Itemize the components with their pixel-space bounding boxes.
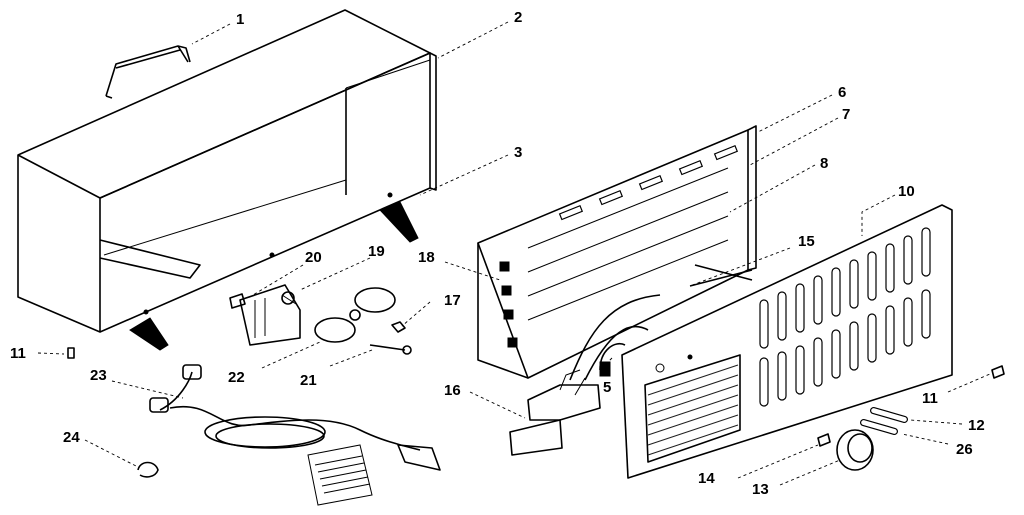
callout-21: 21 (300, 372, 317, 389)
callout-6: 6 (838, 84, 846, 101)
callout-10: 10 (898, 183, 915, 200)
callout-2: 2 (514, 9, 522, 26)
part-power-cord (149, 364, 441, 506)
part-control-knob (836, 429, 874, 471)
callout-3: 3 (514, 144, 522, 161)
callout-7: 7 (842, 106, 850, 123)
callout-17: 17 (444, 292, 461, 309)
callout-18: 18 (418, 249, 435, 266)
part-heating-element-assembly (477, 125, 757, 379)
part-knob-cap (229, 293, 246, 309)
part-cord-clip (137, 461, 159, 478)
callout-11-left: 11 (10, 345, 26, 362)
callout-1: 1 (236, 11, 244, 28)
grille-louver-block (644, 354, 741, 463)
part-wiring-connector (569, 294, 661, 381)
part-knob-screw (817, 433, 831, 447)
part-pin-bar-lower (860, 418, 898, 436)
callout-5: 5 (603, 379, 611, 396)
part-handle (105, 45, 191, 99)
part-pin-bar-upper (870, 406, 908, 424)
part-bracket-rod (689, 269, 753, 287)
part-nut (391, 321, 406, 333)
leader-lines (37, 21, 991, 486)
callout-labels: 1 2 3 5 6 7 8 10 11 11 12 13 14 15 16 17… (10, 9, 985, 498)
callout-26: 26 (956, 441, 973, 458)
part-front-grille (621, 204, 953, 479)
callout-24: 24 (63, 429, 80, 446)
callout-19: 19 (368, 243, 385, 260)
callout-22: 22 (228, 369, 245, 386)
part-fan-blade (314, 287, 396, 343)
callout-23: 23 (90, 367, 107, 384)
callout-16: 16 (444, 382, 461, 399)
callout-12: 12 (968, 417, 985, 434)
callout-13: 13 (752, 481, 769, 498)
callout-14: 14 (698, 470, 715, 487)
callout-20: 20 (305, 249, 322, 266)
callout-8: 8 (820, 155, 828, 172)
part-cabinet-housing (17, 9, 437, 351)
part-screw-right (991, 365, 1005, 379)
part-thermostat-switch (239, 284, 301, 346)
callout-15: 15 (798, 233, 815, 250)
part-fan-shaft (369, 344, 412, 355)
part-screw-left (67, 347, 75, 359)
grille-slots (759, 227, 931, 407)
callout-11-right: 11 (922, 390, 938, 407)
part-terminal-block (509, 369, 601, 456)
